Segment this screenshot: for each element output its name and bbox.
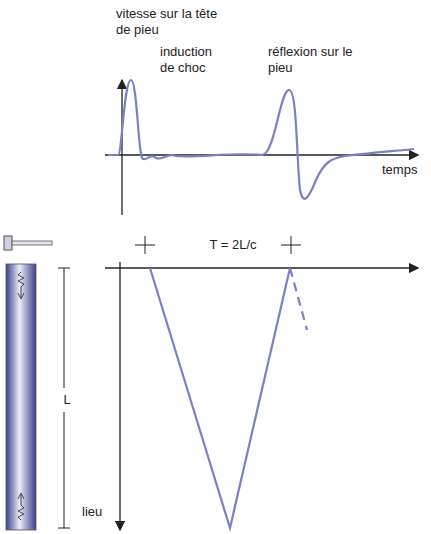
tick <box>145 236 146 254</box>
wave-continuation <box>290 268 307 330</box>
axis-title: vitesse sur la tête de pieu <box>116 6 220 38</box>
period-label: T = 2L/c <box>188 237 278 253</box>
annotation: induction de choc <box>160 44 230 76</box>
wave-symbol <box>18 272 24 520</box>
tick <box>291 236 292 254</box>
axis-label: lieu <box>82 504 116 520</box>
dimension-label: L <box>60 392 74 408</box>
velocity-signal <box>108 80 414 199</box>
time-axis <box>105 267 418 268</box>
velocity-axis <box>121 80 122 215</box>
location-axis <box>119 262 120 530</box>
axis-label: temps <box>382 162 428 178</box>
hammer <box>4 236 52 250</box>
annotation: réflexion sur le pieu <box>268 44 358 76</box>
pile <box>6 264 36 530</box>
wave-path <box>150 268 290 528</box>
